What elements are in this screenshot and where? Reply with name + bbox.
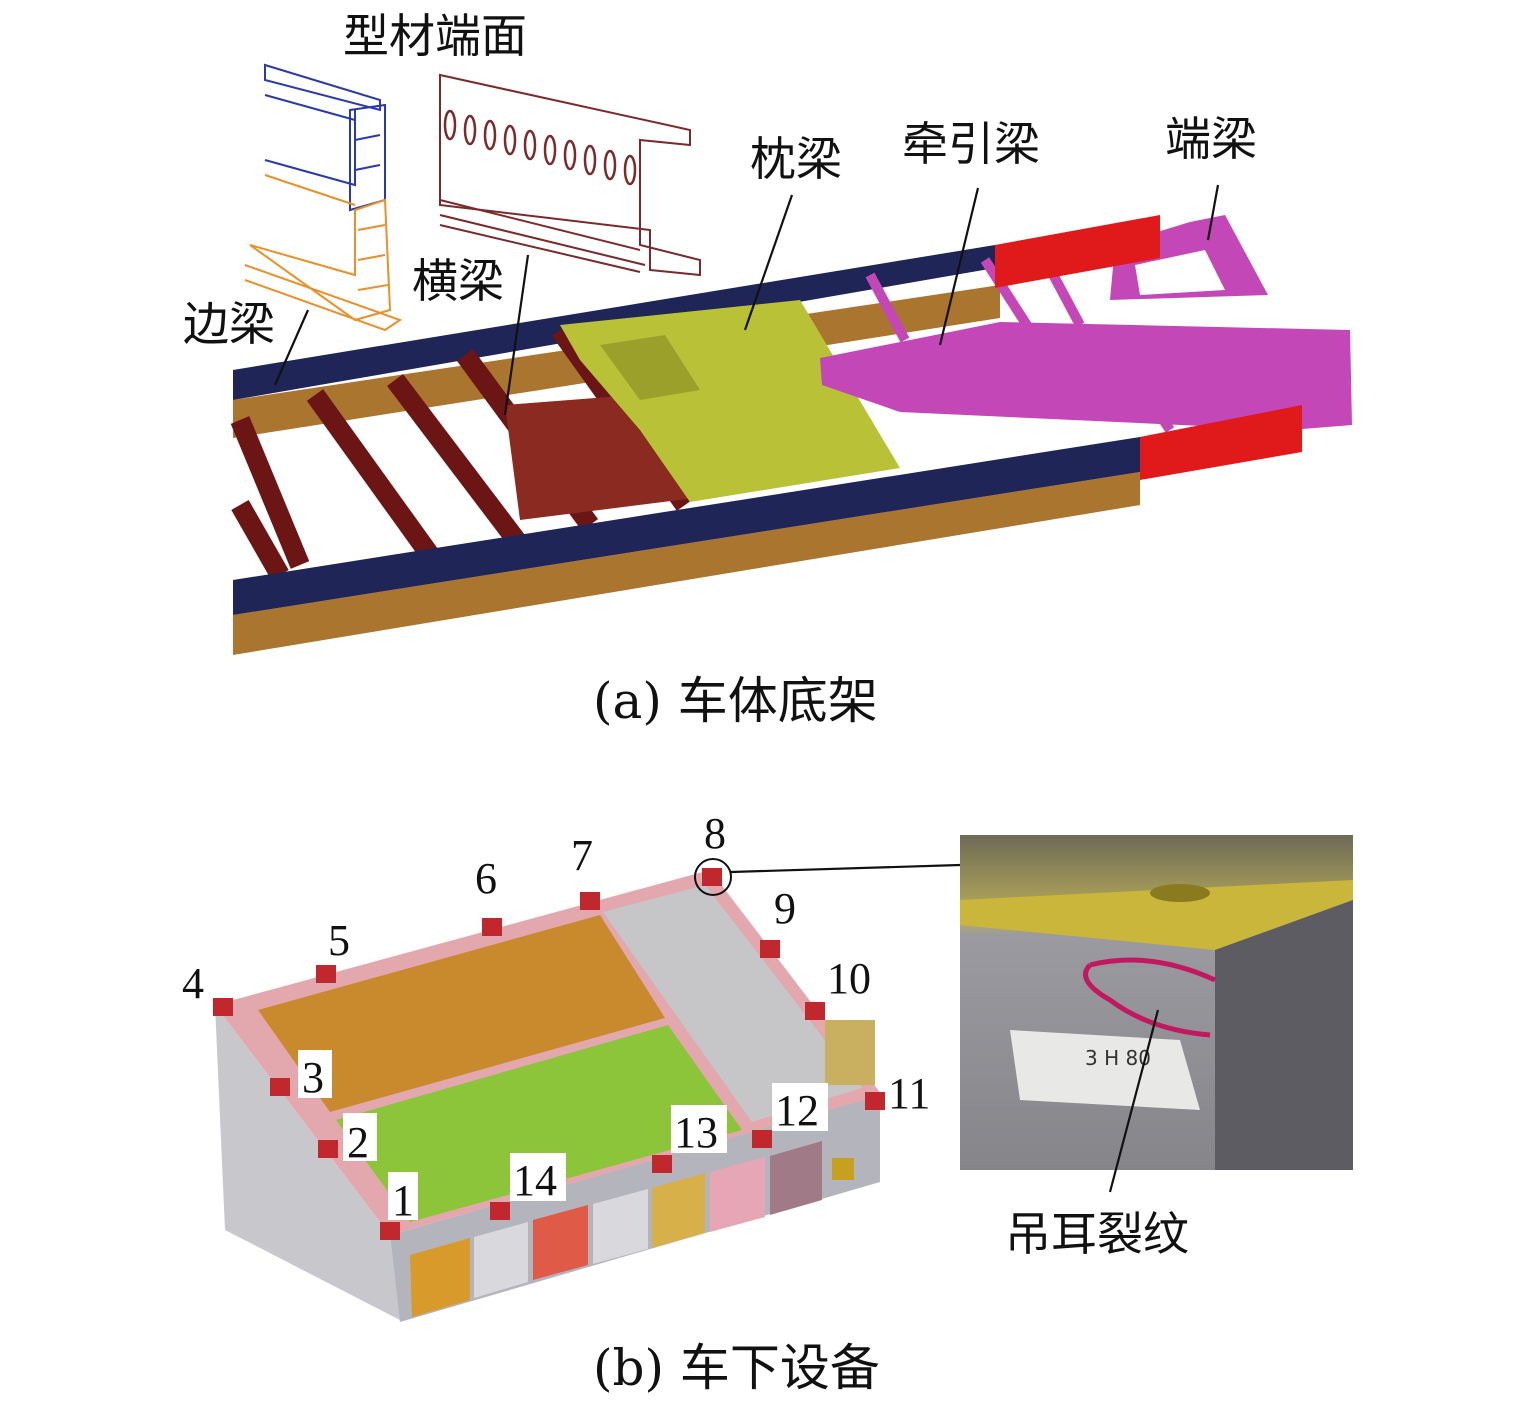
label-end-beam: 端梁 <box>1165 112 1257 166</box>
lug-number-13: 13 <box>674 1108 718 1157</box>
lug-number-2: 2 <box>347 1118 369 1167</box>
bottom-side-beam <box>233 437 1140 615</box>
leader-to-photo <box>730 863 961 874</box>
lug-number-6: 6 <box>475 854 497 903</box>
label-cross-beam: 横梁 <box>412 254 504 308</box>
green-panel <box>336 1025 742 1222</box>
crack-photo: 3 H 80 <box>960 835 1353 1170</box>
lug-number-3: 3 <box>302 1053 324 1102</box>
equipment-left-face <box>215 1005 400 1320</box>
side-beam-profile-drawing <box>244 63 403 332</box>
end-beam-lower <box>1140 405 1302 480</box>
traction-beam <box>820 322 1352 430</box>
label-traction-beam: 牵引梁 <box>902 117 1040 171</box>
bolster-opening <box>600 335 700 400</box>
lug-number-1: 1 <box>392 1176 414 1225</box>
leader-cross-beam <box>503 254 530 416</box>
traction-struts <box>865 247 1255 433</box>
lifting-lugs <box>213 868 885 1240</box>
lug-number-10: 10 <box>827 954 871 1003</box>
leader-end-beam <box>1206 184 1220 241</box>
orange-panel <box>258 915 665 1112</box>
highlight-circle <box>694 858 732 896</box>
front-modules <box>410 1141 854 1317</box>
lug-number-7: 7 <box>571 831 593 880</box>
lug-number-4: 4 <box>182 959 204 1008</box>
lug-number-11: 11 <box>888 1069 930 1118</box>
caption-b: (b) 车下设备 <box>593 1339 880 1397</box>
bolster-profile-drawing <box>439 73 701 277</box>
gray-panel <box>603 885 862 1122</box>
lug-numbers: 1 2 3 4 5 6 7 8 9 10 11 12 13 14 <box>182 809 930 1225</box>
traction-opening <box>1135 250 1225 295</box>
lug-number-9: 9 <box>774 884 796 933</box>
end-beam-upper <box>995 215 1160 288</box>
leader-bolster <box>743 194 794 331</box>
lug-number-5: 5 <box>328 916 350 965</box>
lug-number-12: 12 <box>775 1086 819 1135</box>
photo-handwriting: 3 H 80 <box>1085 1046 1151 1070</box>
underframe-model <box>230 63 1352 655</box>
lug-number-14: 14 <box>513 1156 557 1205</box>
label-bolster: 枕梁 <box>750 132 842 186</box>
label-side-beam: 边梁 <box>183 297 275 351</box>
leader-traction-beam <box>938 187 980 346</box>
side-box <box>825 1020 875 1085</box>
leader-crack <box>1108 1009 1160 1193</box>
label-lug-crack: 吊耳裂纹 <box>1005 1207 1189 1261</box>
lug-number-8: 8 <box>704 809 726 858</box>
label-profile-end: 型材端面 <box>343 9 527 63</box>
underfloor-equipment-model <box>213 868 885 1322</box>
bottom-side-beam-brown <box>233 472 1140 655</box>
leader-side-beam <box>273 309 310 386</box>
caption-a: (a) 车体底架 <box>593 672 878 730</box>
